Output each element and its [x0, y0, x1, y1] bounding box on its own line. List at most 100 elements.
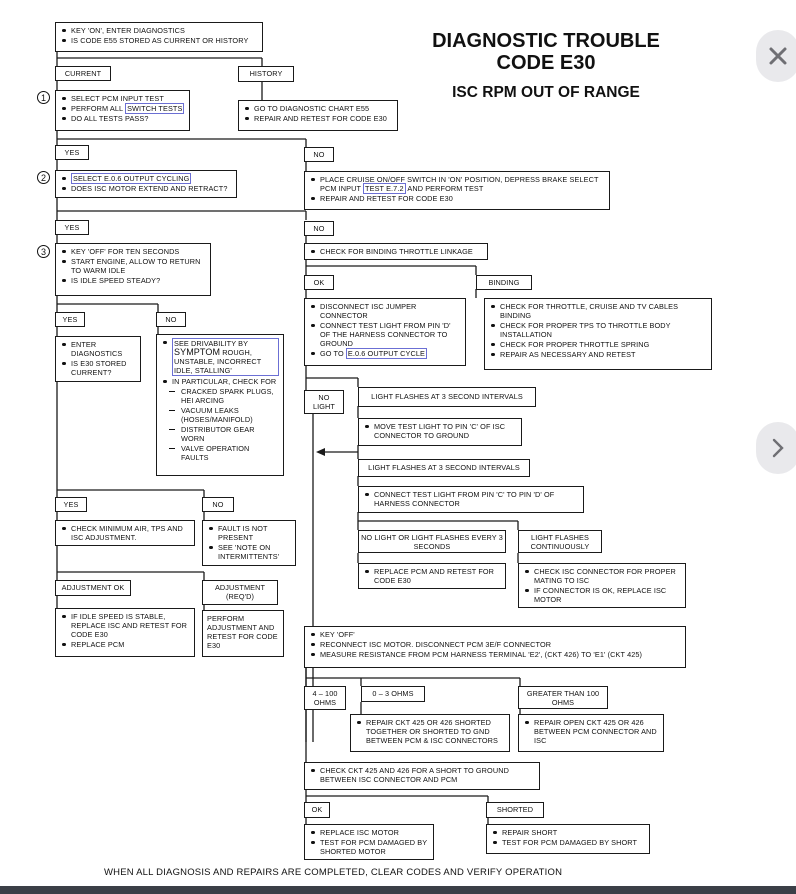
check-min-air-box: CHECK MINIMUM AIR, TPS AND ISC ADJUSTMEN…	[55, 520, 195, 546]
bottom-bar	[0, 886, 796, 894]
label-no-light-or-flash: NO LIGHT OR LIGHT FLASHES EVERY 3 SECOND…	[358, 530, 506, 553]
step-number-2: 2	[37, 171, 50, 184]
binding-item: CHECK FOR PROPER THROTTLE SPRING	[489, 340, 707, 349]
connect-c-d-box: CONNECT TEST LIGHT FROM PIN 'C' TO PIN '…	[358, 486, 584, 513]
label-ohms-0-3: 0 – 3 OHMS	[361, 686, 425, 702]
drivability-dash: VACUUM LEAKS (HOSES/MANIFOLD)	[161, 406, 279, 424]
key-off-box: KEY 'OFF' RECONNECT ISC MOTOR. DISCONNEC…	[304, 626, 686, 668]
switch-tests-link[interactable]: SWITCH TESTS	[125, 103, 185, 114]
fault-not-present-box: FAULT IS NOT PRESENT SEE 'NOTE ON INTERM…	[202, 520, 296, 566]
binding-item: CHECK FOR PROPER TPS TO THROTTLE BODY IN…	[489, 321, 707, 339]
perform-adjust-box: PERFORM ADJUSTMENT AND RETEST FOR CODE E…	[202, 610, 284, 657]
label-yes: YES	[55, 145, 89, 160]
test-e72-link[interactable]: TEST E.7.2	[363, 183, 406, 194]
step1-item: SELECT PCM INPUT TEST	[60, 94, 185, 103]
start-item: IS CODE E55 STORED AS CURRENT OR HISTORY	[60, 36, 258, 45]
drivability-item: IN PARTICULAR, CHECK FOR	[161, 377, 279, 386]
check-isc-item: IF CONNECTOR IS OK, REPLACE ISC MOTOR	[523, 586, 681, 604]
fault-item: SEE 'NOTE ON INTERMITTENTS'	[207, 543, 291, 561]
replace-pcm-retest-box: REPLACE PCM AND RETEST FOR CODE E30	[358, 563, 506, 589]
label-no: NO	[304, 221, 334, 236]
connect-c-d-item: CONNECT TEST LIGHT FROM PIN 'C' TO PIN '…	[363, 490, 579, 508]
cruise-box: PLACE CRUISE ON/OFF SWITCH IN 'ON' POSIT…	[304, 171, 610, 210]
label-light-flashes-3: LIGHT FLASHES AT 3 SECOND INTERVALS	[358, 387, 536, 407]
repair-short2-item: TEST FOR PCM DAMAGED BY SHORT	[491, 838, 645, 847]
next-button[interactable]	[756, 422, 796, 474]
key-off-item: KEY 'OFF'	[309, 630, 681, 639]
label-binding: BINDING	[476, 275, 532, 290]
history-item: GO TO DIAGNOSTIC CHART E55	[243, 104, 393, 113]
output-cycling-link[interactable]: SELECT E.0.6 OUTPUT CYCLING	[71, 173, 192, 184]
chart-title-line1: DIAGNOSTIC TROUBLE	[432, 30, 660, 52]
check-isc-connector-box: CHECK ISC CONNECTOR FOR PROPER MATING TO…	[518, 563, 686, 608]
label-shorted: SHORTED	[486, 802, 544, 818]
close-button[interactable]	[756, 30, 796, 82]
check-isc-item: CHECK ISC CONNECTOR FOR PROPER MATING TO…	[523, 567, 681, 585]
disconnect-isc-box: DISCONNECT ISC JUMPER CONNECTOR CONNECT …	[304, 298, 466, 366]
enter-diag-item: IS E30 STORED CURRENT?	[60, 359, 136, 377]
step3-box: KEY 'OFF' FOR TEN SECONDS START ENGINE, …	[55, 243, 211, 296]
step2-item: SELECT E.0.6 OUTPUT CYCLING	[60, 173, 232, 184]
step2-item: DOES ISC MOTOR EXTEND AND RETRACT?	[60, 184, 232, 193]
label-history: HISTORY	[238, 66, 294, 82]
close-icon	[769, 47, 787, 65]
idle-stable-box: IF IDLE SPEED IS STABLE, REPLACE ISC AND…	[55, 608, 195, 657]
step3-item: START ENGINE, ALLOW TO RETURN TO WARM ID…	[60, 257, 206, 275]
start-box: KEY 'ON', ENTER DIAGNOSTICS IS CODE E55 …	[55, 22, 263, 52]
label-yes: YES	[55, 220, 89, 235]
repair-open-item: REPAIR OPEN CKT 425 OR 426 BETWEEN PCM C…	[523, 718, 659, 745]
binding-item: CHECK FOR THROTTLE, CRUISE AND TV CABLES…	[489, 302, 707, 320]
step1-box: SELECT PCM INPUT TEST PERFORM ALL SWITCH…	[55, 90, 190, 131]
binding-check-item: CHECK FOR BINDING THROTTLE LINKAGE	[309, 247, 483, 256]
step-number-3: 3	[37, 245, 50, 258]
label-adjustment-req: ADJUSTMENT (REQ'D)	[202, 580, 278, 605]
drivability-dash: CRACKED SPARK PLUGS, HEI ARCING	[161, 387, 279, 405]
repair-short2-box: REPAIR SHORT TEST FOR PCM DAMAGED BY SHO…	[486, 824, 650, 854]
label-yes: YES	[55, 312, 85, 327]
check-ckt-box: CHECK CKT 425 AND 426 FOR A SHORT TO GRO…	[304, 762, 540, 790]
replace-isc-item: REPLACE ISC MOTOR	[309, 828, 429, 837]
key-off-item: MEASURE RESISTANCE FROM PCM HARNESS TERM…	[309, 650, 681, 659]
step3-item: KEY 'OFF' FOR TEN SECONDS	[60, 247, 206, 256]
fault-item: FAULT IS NOT PRESENT	[207, 524, 291, 542]
cruise-text: PLACE CRUISE ON/OFF SWITCH IN 'ON' POSIT…	[320, 175, 599, 193]
repair-short-box: REPAIR CKT 425 OR 426 SHORTED TOGETHER O…	[350, 714, 510, 752]
label-current: CURRENT	[55, 66, 111, 81]
chevron-right-icon	[772, 438, 784, 458]
enter-diag-box: ENTER DIAGNOSTICS IS E30 STORED CURRENT?	[55, 336, 141, 382]
symptom-detail: ROUGH, UNSTABLE, INCORRECT IDLE, STALLIN…	[174, 348, 262, 375]
check-min-air-item: CHECK MINIMUM AIR, TPS AND ISC ADJUSTMEN…	[60, 524, 190, 542]
move-test-light-item: MOVE TEST LIGHT TO PIN 'C' OF ISC CONNEC…	[363, 422, 517, 440]
output-cycle-link[interactable]: E.0.6 OUTPUT CYCLE	[345, 348, 427, 359]
label-ok: OK	[304, 802, 330, 818]
drivability-link-text: SEE DRIVABILITY BY	[174, 339, 249, 348]
start-item: KEY 'ON', ENTER DIAGNOSTICS	[60, 26, 258, 35]
step1-item: DO ALL TESTS PASS?	[60, 114, 185, 123]
enter-diag-item: ENTER DIAGNOSTICS	[60, 340, 136, 358]
label-no: NO	[304, 147, 334, 162]
drivability-dash: VALVE OPERATION FAULTS	[161, 444, 279, 462]
label-yes: YES	[55, 497, 87, 512]
label-light-flashes-3b: LIGHT FLASHES AT 3 SECOND INTERVALS	[358, 459, 530, 477]
label-ohms-4-100: 4 – 100 OHMS	[304, 686, 346, 710]
step1-perform-text: PERFORM ALL	[71, 104, 123, 113]
disconnect-item: DISCONNECT ISC JUMPER CONNECTOR	[309, 302, 461, 320]
idle-stable-item: IF IDLE SPEED IS STABLE, REPLACE ISC AND…	[60, 612, 190, 639]
repair-open-box: REPAIR OPEN CKT 425 OR 426 BETWEEN PCM C…	[518, 714, 664, 752]
repair-short2-item: REPAIR SHORT	[491, 828, 645, 837]
step-number-1: 1	[37, 91, 50, 104]
step1-item: PERFORM ALL SWITCH TESTS	[60, 103, 185, 114]
replace-pcm-item: REPLACE PCM AND RETEST FOR CODE E30	[363, 567, 501, 585]
chart-subtitle: ISC RPM OUT OF RANGE	[452, 84, 640, 101]
label-adjustment-ok: ADJUSTMENT OK	[55, 580, 131, 596]
symptom-text: SYMPTOM	[174, 347, 221, 357]
history-item: REPAIR AND RETEST FOR CODE E30	[243, 114, 393, 123]
history-box: GO TO DIAGNOSTIC CHART E55 REPAIR AND RE…	[238, 100, 398, 131]
disconnect-item: CONNECT TEST LIGHT FROM PIN 'D' OF THE H…	[309, 321, 461, 348]
chart-title: DIAGNOSTIC TROUBLE CODE E30	[408, 30, 684, 74]
replace-isc-item: TEST FOR PCM DAMAGED BY SHORTED MOTOR	[309, 838, 429, 856]
cruise-text-2: AND PERFORM TEST	[407, 184, 484, 193]
